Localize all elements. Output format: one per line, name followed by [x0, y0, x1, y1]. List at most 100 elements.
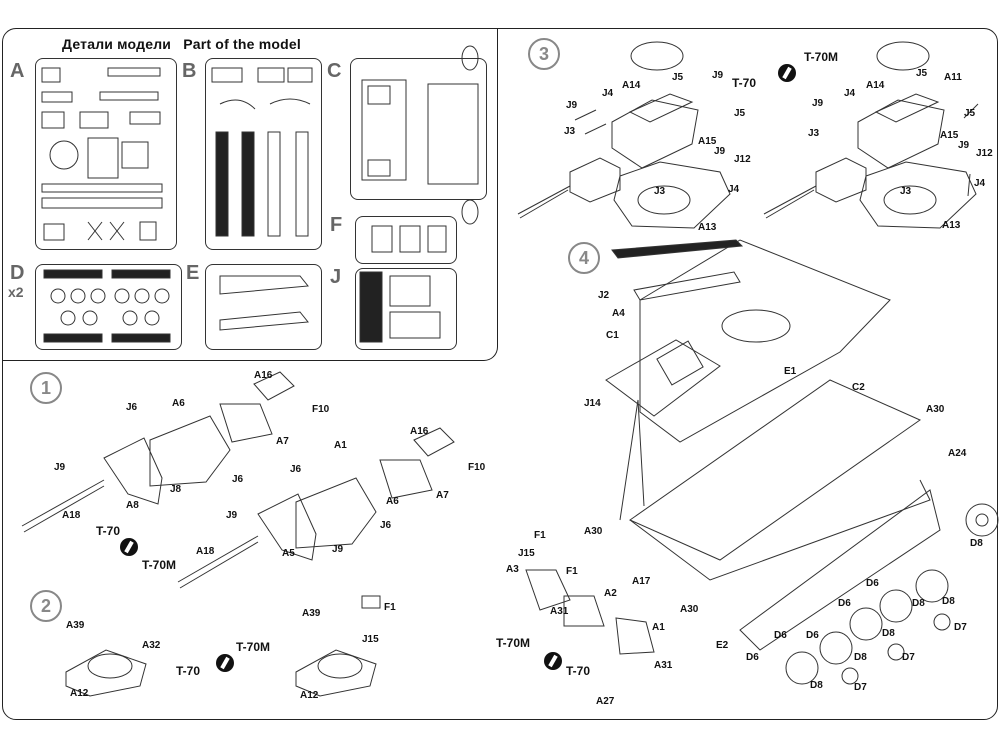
part-label: D6	[746, 652, 759, 663]
part-label: J3	[808, 128, 820, 139]
part-label: D6	[866, 578, 879, 589]
part-label: D8	[810, 680, 823, 691]
part-label: A14	[866, 80, 885, 91]
part-label: J9	[714, 146, 726, 157]
part-label: A5	[282, 548, 295, 559]
part-label: A30	[926, 404, 945, 415]
parts-title-ru: Детали модели	[62, 36, 172, 52]
part-label: A4	[612, 308, 625, 319]
part-label: D7	[854, 682, 867, 693]
sprue-letter-b: B	[182, 60, 197, 82]
variant-label-t70m-step3: T-70M	[804, 50, 839, 64]
step-2-badge: 2	[30, 590, 62, 622]
part-label: J6	[232, 474, 244, 485]
part-label: A39	[66, 620, 85, 631]
part-label: C1	[606, 330, 619, 341]
part-label: J5	[734, 108, 746, 119]
sprue-letter-d: D	[10, 262, 25, 284]
part-label: D8	[970, 538, 983, 549]
part-label: A1	[652, 622, 665, 633]
part-label: F1	[384, 602, 396, 613]
sprue-a	[35, 58, 177, 250]
part-label: D8	[912, 598, 925, 609]
part-label: J6	[290, 464, 302, 475]
variant-marker-icon	[216, 654, 234, 672]
part-label: A6	[172, 398, 185, 409]
part-label: D6	[774, 630, 787, 641]
part-label: J15	[362, 634, 379, 645]
part-label: J4	[844, 88, 856, 99]
parts-overview-box	[2, 28, 498, 361]
variant-label-t70-step1: T-70	[96, 524, 121, 538]
part-label: J12	[734, 154, 751, 165]
part-label: J9	[712, 70, 724, 81]
part-label: D6	[806, 630, 819, 641]
part-label: A31	[654, 660, 673, 671]
step-1-badge: 1	[30, 372, 62, 404]
part-label: A14	[622, 80, 641, 91]
variant-label-t70-step3: T-70	[732, 76, 757, 90]
part-label: J3	[564, 126, 576, 137]
part-label: J9	[812, 98, 824, 109]
part-label: F1	[534, 530, 546, 541]
part-label: J15	[518, 548, 535, 559]
part-label: J2	[598, 290, 610, 301]
part-label: J14	[584, 398, 601, 409]
part-label: F10	[312, 404, 330, 415]
part-label: A15	[940, 130, 959, 141]
parts-title: Детали модели Part of the model	[62, 36, 309, 52]
part-label: D7	[954, 622, 967, 633]
part-label: A16	[254, 370, 273, 381]
part-label: D8	[854, 652, 867, 663]
part-label: A30	[680, 604, 699, 615]
part-label: J9	[226, 510, 238, 521]
part-label: A11	[944, 72, 962, 83]
part-label: A2	[604, 588, 617, 599]
variant-label-t70m-step2: T-70M	[236, 640, 271, 654]
part-label: D6	[838, 598, 851, 609]
part-label: J4	[602, 88, 614, 99]
part-label: J9	[566, 100, 578, 111]
part-label: E1	[784, 366, 797, 377]
variant-label-t70-step2: T-70	[176, 664, 201, 678]
variant-marker-icon	[120, 538, 138, 556]
part-label: A1	[334, 440, 347, 451]
part-label: A7	[276, 436, 289, 447]
part-label: E2	[716, 640, 729, 651]
part-label: J9	[958, 140, 970, 151]
parts-title-en: Part of the model	[183, 36, 301, 52]
sprue-letter-e: E	[186, 262, 200, 284]
part-label: J6	[126, 402, 138, 413]
part-label: A27	[596, 696, 615, 707]
part-label: A6	[386, 496, 399, 507]
part-label: J8	[170, 484, 182, 495]
part-label: A17	[632, 576, 651, 587]
sprue-d-count: x2	[8, 284, 24, 300]
part-label: A8	[126, 500, 139, 511]
part-label: J12	[976, 148, 993, 159]
part-label: A12	[70, 688, 89, 699]
part-label: J4	[974, 178, 986, 189]
part-label: J5	[672, 72, 684, 83]
part-label: C2	[852, 382, 865, 393]
part-label: J5	[964, 108, 976, 119]
part-label: A12	[300, 690, 319, 701]
part-label: F10	[468, 462, 486, 473]
part-label: A16	[410, 426, 429, 437]
sprue-letter-a: A	[10, 60, 25, 82]
part-label: A7	[436, 490, 449, 501]
part-label: A39	[302, 608, 321, 619]
variant-marker-icon	[544, 652, 562, 670]
variant-marker-icon	[778, 64, 796, 82]
part-label: A18	[196, 546, 215, 557]
part-label: D8	[942, 596, 955, 607]
instruction-sheet-frame	[2, 28, 998, 720]
variant-label-t70-step4: T-70	[566, 664, 591, 678]
part-label: A13	[698, 222, 717, 233]
part-label: A3	[506, 564, 519, 575]
part-label: A32	[142, 640, 161, 651]
part-label: J9	[332, 544, 344, 555]
sprue-letter-j: J	[330, 266, 342, 288]
variant-label-t70m-step1: T-70M	[142, 558, 177, 572]
